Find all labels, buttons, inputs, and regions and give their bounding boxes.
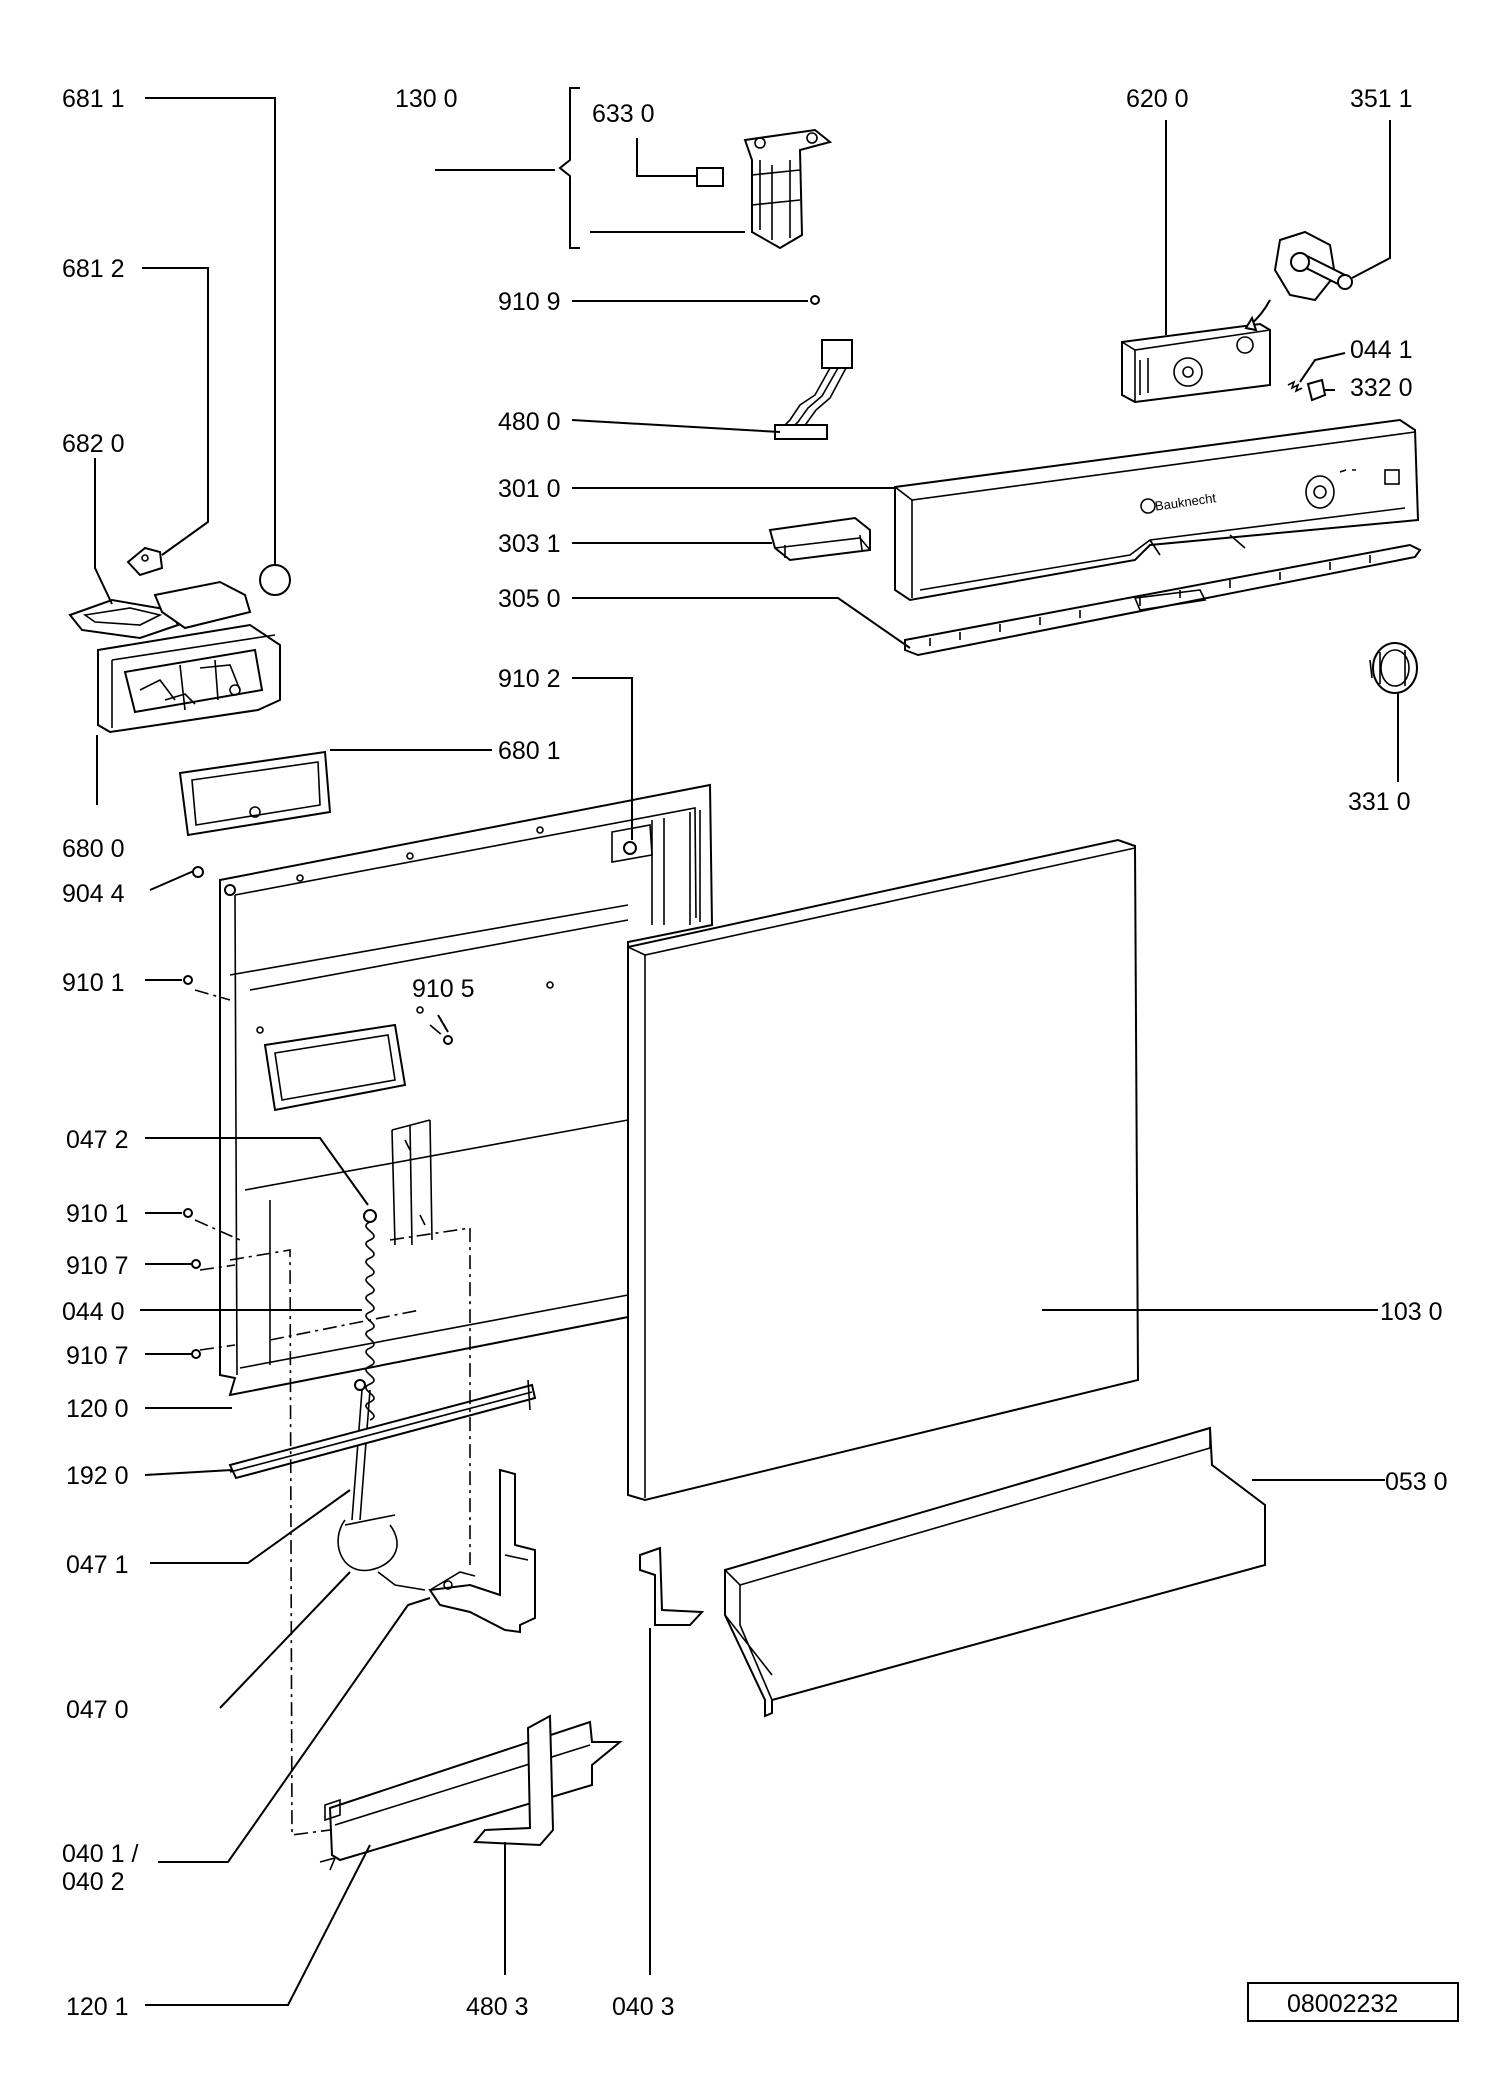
part-044-0-door-spring bbox=[354, 1209, 377, 1421]
drawing-reference: 08002232 bbox=[1247, 1982, 1459, 2022]
label-480-3: 480 3 bbox=[466, 1993, 529, 2021]
part-301-0-control-panel: Bauknecht bbox=[894, 418, 1420, 602]
label-910-7-b: 910 7 bbox=[66, 1342, 129, 1370]
label-332-0: 332 0 bbox=[1350, 374, 1413, 402]
label-480-0: 480 0 bbox=[498, 408, 561, 436]
part-305-0-trim-strip bbox=[904, 543, 1422, 657]
part-620-0-control-module bbox=[1121, 322, 1271, 404]
part-192-0-rail bbox=[228, 1379, 537, 1480]
label-047-1: 047 1 bbox=[66, 1551, 129, 1579]
part-480-0-wire-harness bbox=[774, 339, 853, 440]
part-053-0-kickboard bbox=[724, 1426, 1266, 1718]
label-130-0: 130 0 bbox=[395, 85, 458, 113]
construction-lines bbox=[194, 989, 471, 1836]
label-620-0: 620 0 bbox=[1126, 85, 1189, 113]
label-303-1: 303 1 bbox=[498, 530, 561, 558]
drawing-reference-number: 08002232 bbox=[1287, 1990, 1398, 2018]
part-047-1-rod bbox=[351, 1389, 371, 1521]
part-681-2-lever bbox=[126, 546, 164, 577]
part-103-0-door-panel bbox=[627, 838, 1140, 1502]
label-047-2: 047 2 bbox=[66, 1126, 129, 1154]
label-305-0: 305 0 bbox=[498, 585, 561, 613]
part-040-3-bracket bbox=[639, 1546, 705, 1626]
part-680-1-gasket bbox=[178, 750, 332, 837]
label-910-9: 910 9 bbox=[498, 288, 561, 316]
part-633-switch-bracket bbox=[696, 128, 833, 250]
label-040-1: 040 1 / bbox=[62, 1840, 139, 1868]
part-303-1-door-handle bbox=[768, 516, 871, 562]
label-047-0: 047 0 bbox=[66, 1696, 129, 1724]
part-044-1-spring bbox=[1287, 380, 1303, 393]
label-044-1: 044 1 bbox=[1350, 336, 1413, 364]
label-044-0: 044 0 bbox=[62, 1298, 125, 1326]
part-040-1-hinge-bracket bbox=[428, 1468, 536, 1634]
screws bbox=[183, 866, 453, 1359]
label-910-1-a: 910 1 bbox=[62, 969, 125, 997]
label-040-3: 040 3 bbox=[612, 1993, 675, 2021]
label-040-2: 040 2 bbox=[62, 1868, 125, 1896]
leader-lines bbox=[94, 87, 1399, 2006]
label-904-4: 904 4 bbox=[62, 880, 125, 908]
part-047-0-hook bbox=[337, 1514, 426, 1591]
label-681-1: 681 1 bbox=[62, 85, 125, 113]
label-910-1-b: 910 1 bbox=[66, 1200, 129, 1228]
part-680-0-detergent-dispenser bbox=[68, 580, 281, 734]
label-120-1: 120 1 bbox=[66, 1993, 129, 2021]
label-053-0: 053 0 bbox=[1385, 1468, 1448, 1496]
part-910-9-screw bbox=[810, 295, 820, 305]
label-331-0: 331 0 bbox=[1348, 788, 1411, 816]
part-480-3-clip bbox=[472, 1714, 555, 1847]
label-351-1: 351 1 bbox=[1350, 85, 1413, 113]
label-681-2: 681 2 bbox=[62, 255, 125, 283]
label-680-1: 680 1 bbox=[498, 737, 561, 765]
label-910-5: 910 5 bbox=[412, 975, 475, 1003]
label-103-0: 103 0 bbox=[1380, 1298, 1443, 1326]
label-910-2: 910 2 bbox=[498, 665, 561, 693]
label-120-0: 120 0 bbox=[66, 1395, 129, 1423]
part-120-1-bottom-plate bbox=[319, 1720, 623, 1871]
part-332-0-button bbox=[1306, 378, 1327, 402]
label-301-0: 301 0 bbox=[498, 475, 561, 503]
part-681-1-cap bbox=[259, 564, 291, 596]
label-682-0: 682 0 bbox=[62, 430, 125, 458]
part-number-labels: 681 1 130 0 633 0 620 0 351 1 681 2 910 … bbox=[62, 85, 1448, 2021]
label-192-0: 192 0 bbox=[66, 1462, 129, 1490]
label-910-7-a: 910 7 bbox=[66, 1252, 129, 1280]
part-351-1-selector-shaft bbox=[1244, 230, 1353, 332]
part-331-0-knob bbox=[1369, 642, 1418, 694]
label-633-0: 633 0 bbox=[592, 100, 655, 128]
label-680-0: 680 0 bbox=[62, 835, 125, 863]
